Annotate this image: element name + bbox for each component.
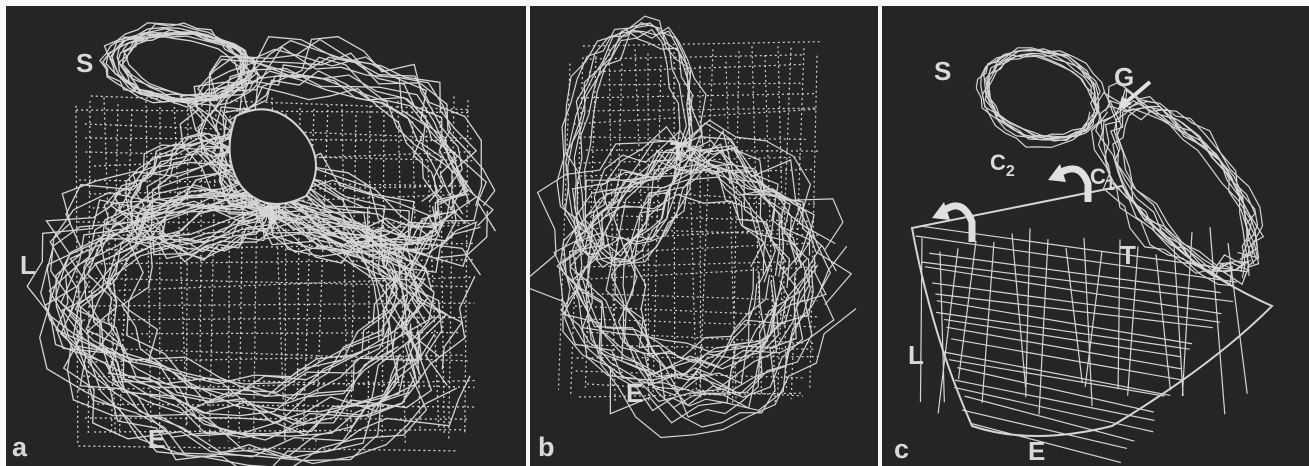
label-c1: C1 bbox=[1090, 166, 1115, 194]
label-t: T bbox=[1120, 242, 1136, 268]
label-e: E bbox=[626, 380, 643, 406]
panel-label-a: a bbox=[12, 434, 27, 461]
label-t: T bbox=[670, 138, 686, 164]
label-t: T bbox=[264, 202, 280, 228]
label-s: S bbox=[76, 50, 93, 76]
panel-a: S T L E a bbox=[6, 6, 526, 466]
label-e: E bbox=[148, 426, 165, 452]
panel-label-b: b bbox=[538, 434, 555, 461]
wireframe-mesh-b bbox=[530, 6, 878, 466]
label-c2: C2 bbox=[990, 152, 1015, 180]
label-l: L bbox=[20, 252, 36, 278]
panel-b: T E b bbox=[530, 6, 878, 466]
label-l: L bbox=[908, 342, 924, 368]
panel-label-c: c bbox=[894, 436, 909, 463]
panel-c: S G C2 C1 T L E c bbox=[882, 6, 1309, 466]
label-g: G bbox=[1114, 64, 1134, 90]
label-s: S bbox=[934, 58, 951, 84]
label-e: E bbox=[1028, 438, 1045, 464]
